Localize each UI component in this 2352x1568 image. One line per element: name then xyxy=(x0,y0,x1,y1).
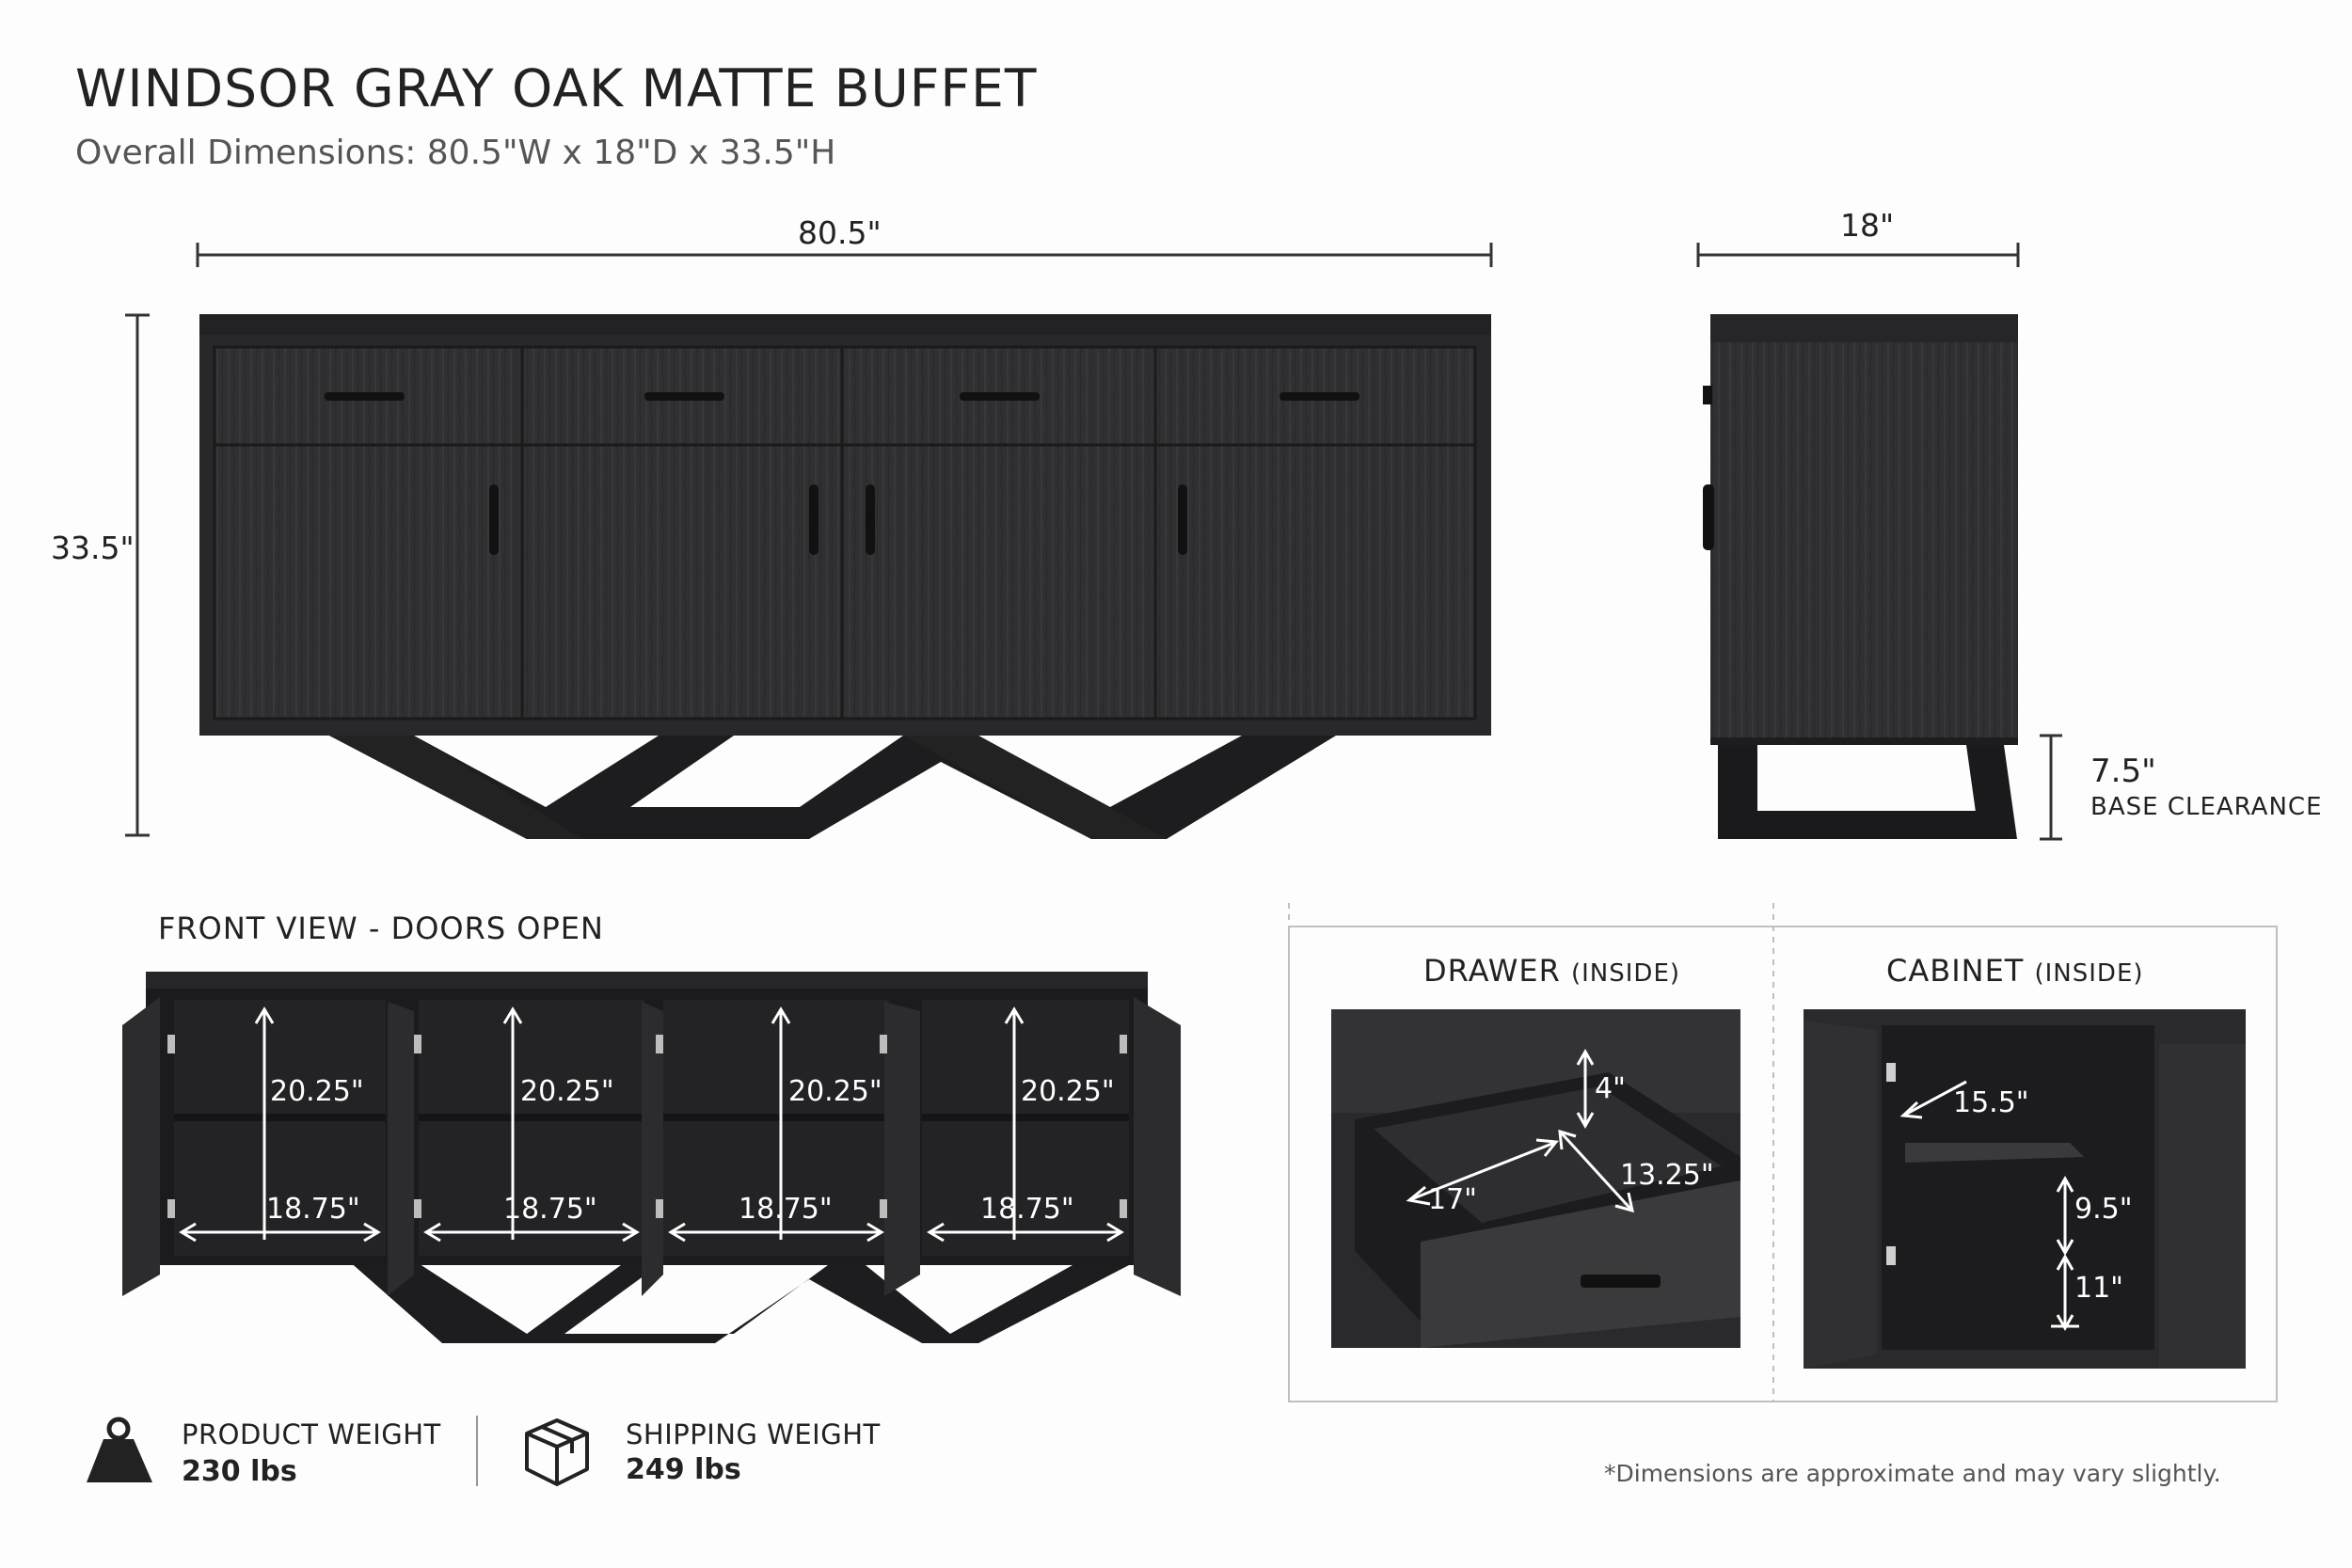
bay-1-height: 20.25" xyxy=(270,1075,364,1108)
bay-3-height: 20.25" xyxy=(788,1075,882,1108)
width-dimension-line xyxy=(196,243,1493,267)
inside-detail-frame xyxy=(1288,903,2278,1402)
cabinet-title: CABINET xyxy=(1886,953,2025,989)
drawer-qualifier: (INSIDE) xyxy=(1570,959,1681,988)
cabinet-qualifier: (INSIDE) xyxy=(2034,959,2144,988)
buffet-open-view xyxy=(122,972,1181,1343)
bay-4-width: 18.75" xyxy=(980,1193,1074,1226)
drawer-width: 17" xyxy=(1428,1183,1477,1216)
cabinet-inside-photo xyxy=(1804,1009,2246,1369)
cabinet-lower-height: 11" xyxy=(2074,1272,2123,1305)
cabinet-inside-title: CABINET (INSIDE) xyxy=(1886,953,2144,989)
overall-dimensions: Overall Dimensions: 80.5"W x 18"D x 33.5… xyxy=(75,134,836,172)
product-weight-value: 230 lbs xyxy=(182,1455,297,1488)
depth-dimension-line xyxy=(1696,243,2020,267)
drawer-height: 4" xyxy=(1595,1072,1626,1105)
drawer-title: DRAWER xyxy=(1423,953,1561,989)
clearance-dimension-line xyxy=(2040,734,2062,841)
drawer-depth: 13.25" xyxy=(1620,1159,1714,1192)
drawer-inside-photo xyxy=(1331,1009,1740,1348)
drawer-inside-title: DRAWER (INSIDE) xyxy=(1423,953,1680,989)
cabinet-measure-lines xyxy=(1899,1080,2079,1332)
drawer-measure-lines xyxy=(1406,1048,1634,1213)
buffet-front-view xyxy=(199,314,1491,839)
height-dimension-line xyxy=(125,313,150,837)
depth-label: 18" xyxy=(1840,207,1895,244)
open-view-title: FRONT VIEW - DOORS OPEN xyxy=(158,911,604,946)
bay-2-width: 18.75" xyxy=(503,1193,597,1226)
product-weight-label: PRODUCT WEIGHT xyxy=(182,1418,441,1450)
bay-4-height: 20.25" xyxy=(1021,1075,1115,1108)
clearance-caption: BASE CLEARANCE xyxy=(2090,793,2323,821)
shipping-box-icon xyxy=(525,1418,589,1486)
cabinet-depth: 15.5" xyxy=(1953,1086,2029,1119)
bay-3-width: 18.75" xyxy=(739,1193,833,1226)
bay-measure-lines xyxy=(179,1006,1124,1243)
width-label: 80.5" xyxy=(798,214,882,251)
clearance-value: 7.5" xyxy=(2090,752,2156,790)
page-title: WINDSOR GRAY OAK MATTE BUFFET xyxy=(75,58,1038,119)
bay-2-height: 20.25" xyxy=(520,1075,614,1108)
footnote: *Dimensions are approximate and may vary… xyxy=(1604,1460,2221,1487)
buffet-side-view xyxy=(1703,314,2018,839)
shipping-weight-value: 249 lbs xyxy=(626,1453,741,1486)
bay-1-width: 18.75" xyxy=(266,1193,360,1226)
height-label: 33.5" xyxy=(51,530,135,566)
shipping-weight-label: SHIPPING WEIGHT xyxy=(626,1418,881,1450)
weight-icon xyxy=(87,1417,152,1482)
cabinet-upper-height: 9.5" xyxy=(2074,1193,2133,1226)
